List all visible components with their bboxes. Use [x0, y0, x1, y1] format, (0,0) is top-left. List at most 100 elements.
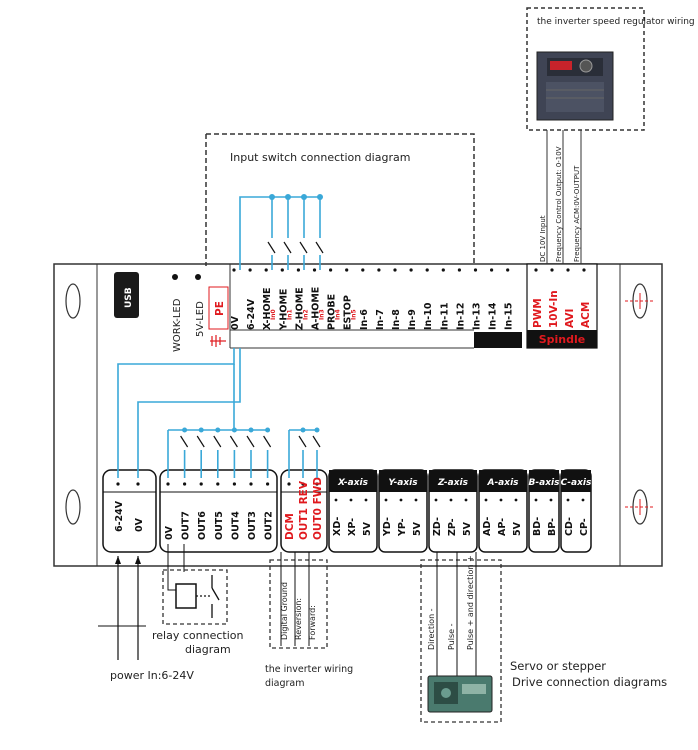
junction-dot	[248, 427, 254, 433]
servo-caption-line1: Servo or stepper	[510, 659, 606, 673]
axis-terminal-dot	[464, 498, 468, 502]
drive-wire-label: Pulse + and direction +	[466, 555, 475, 650]
input-terminal-label-in-9: In-9	[407, 309, 418, 330]
spindle-terminal-dot	[550, 268, 554, 272]
drive-wire-label: Direction -	[427, 608, 436, 650]
usb-label: USB	[124, 287, 134, 308]
input-terminal-label-y-home: Y-HOME	[278, 289, 289, 331]
output-terminal-out3: OUT3	[247, 511, 258, 540]
inverter-terminal-dot	[315, 482, 319, 486]
input-terminal-sublabel: In5	[351, 309, 358, 320]
axis-terminal-dot	[414, 498, 418, 502]
axis-terminal-dot	[514, 498, 518, 502]
servo-drive-image	[427, 675, 493, 713]
spindle-wire-label: Frequency Control Output: 0-10V	[555, 146, 563, 262]
axis-terminal-dot	[449, 498, 453, 502]
output-terminal-dot	[183, 482, 187, 486]
input-terminal-dot	[232, 268, 236, 272]
relay-contact-icon	[196, 575, 220, 618]
output-terminal-dot	[216, 482, 220, 486]
inverter-switch-icon	[298, 435, 307, 448]
axis-terminal-dot	[534, 498, 538, 502]
axis-terminal-5v: 5V	[362, 521, 373, 536]
switch-icon	[283, 241, 292, 254]
usb-port[interactable]	[114, 272, 139, 318]
input-terminal-label-estop: ESTOP	[343, 295, 354, 330]
output-switch-icon	[196, 435, 205, 448]
output-terminal-dot	[166, 482, 170, 486]
relay-caption-line1: relay connection	[152, 629, 243, 642]
inverter-terminal-out0-fwd: OUT0 FWD	[312, 477, 324, 540]
axis-terminal-dot	[334, 498, 338, 502]
output-terminal-dot	[249, 482, 253, 486]
spindle-label-bar	[527, 330, 597, 348]
inverter-caption-line2: diagram	[265, 678, 305, 689]
5v-led-indicator	[195, 274, 201, 280]
output-terminal-dot	[232, 482, 236, 486]
axis-block-header	[379, 470, 427, 492]
axis-terminal-dot	[581, 498, 585, 502]
input-terminal-label-in-6: In-6	[359, 309, 370, 330]
output-terminal-out4: OUT4	[230, 511, 241, 540]
junction-dot	[231, 427, 237, 433]
input-strip-black-end	[474, 332, 522, 348]
junction-dot	[182, 427, 188, 433]
input-terminal-dot	[473, 268, 478, 272]
axis-terminal-dot	[484, 498, 488, 502]
switch-icon	[299, 241, 308, 254]
power-arrow-head	[115, 556, 121, 564]
drive-wire-label: Pulse -	[447, 623, 456, 650]
junction-dot	[215, 427, 221, 433]
axis-title-y-axis: Y-axis	[388, 478, 418, 488]
axis-terminal-dot	[549, 498, 553, 502]
input-terminal-label-in-13: In-13	[472, 303, 483, 330]
output-terminal-dot	[266, 482, 270, 486]
input-terminal-label-in-14: In-14	[488, 302, 499, 330]
input-terminal-dot	[280, 268, 284, 272]
output-switch-icon	[213, 435, 222, 448]
input-terminal-sublabel: In2	[302, 309, 309, 320]
power-input-lines	[98, 556, 146, 660]
input-terminal-label-in-8: In-8	[391, 309, 402, 330]
output-switch-icon	[263, 435, 272, 448]
input-terminal-dot	[377, 268, 381, 272]
axis-title-z-axis: Z-axis	[437, 478, 469, 488]
axis-terminal-yd-: YD-	[382, 517, 393, 537]
input-terminal-label-x-home: X-HOME	[262, 288, 273, 330]
input-terminal-label-a-home: A-HOME	[311, 287, 322, 330]
power-arrow-head	[135, 556, 141, 564]
axis-terminal-ad-: AD-	[482, 517, 493, 536]
junction-dot	[300, 427, 306, 433]
inverter-terminal-dot	[287, 482, 291, 486]
inverter-wire-label: Reversion:	[294, 598, 303, 640]
input-terminal-dot	[264, 268, 268, 272]
output-terminal-out7: OUT7	[181, 511, 192, 540]
servo-caption-line2: Drive connection diagrams	[512, 675, 667, 689]
axis-title-b-axis: B-axis	[529, 478, 561, 488]
switch-icon	[315, 241, 324, 254]
spindle-label: Spindle	[539, 333, 586, 346]
axis-terminal-blocks: X-axisXD-XP-5VY-axisYD-YP-5VZ-axisZD-ZP-…	[328, 469, 592, 553]
input-terminal-sublabel: In1	[286, 309, 293, 320]
axis-terminal-5v: 5V	[412, 521, 423, 536]
axis-title-x-axis: X-axis	[337, 478, 369, 488]
pe-box	[208, 286, 229, 330]
power-block-outline	[102, 469, 157, 553]
relay-coil	[175, 583, 197, 609]
spindle-terminal-10v-in: 10V-In	[548, 290, 560, 328]
input-terminal-label-in-10: In-10	[423, 302, 434, 330]
axis-terminal-dot	[399, 498, 403, 502]
power-terminal-0v: 0V	[134, 517, 145, 532]
5v-led-label: 5V-LED	[195, 301, 206, 337]
input-terminal-dot	[490, 268, 494, 272]
input-terminal-dot	[248, 268, 252, 272]
main-wiring	[117, 348, 321, 591]
work-led-label: WORK-LED	[172, 298, 183, 352]
axis-title-c-axis: C-axis	[561, 478, 592, 488]
input-switch-caption: Input switch connection diagram	[230, 151, 410, 164]
input-terminal-dot	[457, 268, 461, 272]
axis-terminal-dot	[349, 498, 353, 502]
